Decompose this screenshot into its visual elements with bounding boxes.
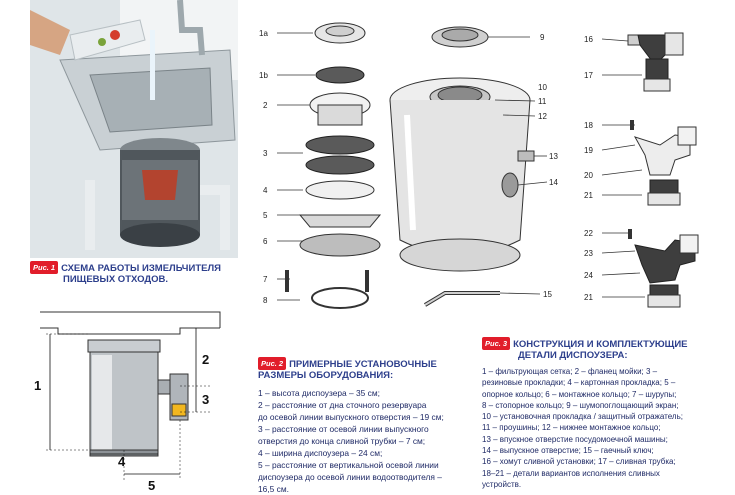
part-label-14: 14 xyxy=(549,178,558,187)
part-label-13: 13 xyxy=(549,152,558,161)
list-item: 8 – стопорное кольцо; 9 – шумопоглощающи… xyxy=(482,400,679,410)
fig2-dimension-list: 1 – высота диспоузера – 35 см; 2 – расст… xyxy=(258,387,470,495)
part-label-12: 12 xyxy=(538,112,547,121)
fig3-parts-list: 1 – фильтрующая сетка; 2 – фланец мойки;… xyxy=(482,366,732,490)
list-item: резиновые прокладки; 4 – картонная прокл… xyxy=(482,378,676,388)
part-label-5: 5 xyxy=(263,211,268,220)
list-item: 1 – фильтрующая сетка; 2 – фланец мойки;… xyxy=(482,367,658,376)
part-label-18: 18 xyxy=(584,121,593,130)
kitchen-photo xyxy=(30,0,238,258)
list-item: отверстия до конца сливной трубки – 7 см… xyxy=(258,436,426,446)
part-label-19: 19 xyxy=(584,146,593,155)
dim-label-5: 5 xyxy=(148,478,155,493)
list-item: 2 – расстояние от дна сточного резервуар… xyxy=(258,400,427,410)
exploded-parts-left: 1а 1b 2 3 4 5 6 7 8 xyxy=(259,22,382,309)
list-item: 1 – высота диспоузера – 35 см; xyxy=(258,388,380,398)
dim-label-4: 4 xyxy=(118,454,126,469)
fig3-tag: Рис. 3 xyxy=(482,337,511,350)
list-item: 5 – расстояние от вертикальной осевой ли… xyxy=(258,460,439,470)
part-label-23: 23 xyxy=(584,249,593,258)
dim-label-3: 3 xyxy=(202,392,209,407)
list-item: 16,5 см. xyxy=(258,484,289,494)
list-item: 14 – выпускное отверстие; 15 – гаечный к… xyxy=(482,446,654,456)
part-label-4: 4 xyxy=(263,186,268,195)
part-label-10: 10 xyxy=(538,83,547,92)
installation-dimension-drawing: 1 2 3 4 5 xyxy=(34,311,221,493)
part-label-6: 6 xyxy=(263,237,268,246)
list-item: 4 – ширина диспоузера – 24 см; xyxy=(258,448,383,458)
list-item: опорное кольцо; 6 – монтажное кольцо; 7 … xyxy=(482,389,677,399)
part-label-20: 20 xyxy=(584,171,593,180)
part-label-3: 3 xyxy=(263,149,268,158)
fig2-tag: Рис. 2 xyxy=(258,357,287,370)
list-item: 16 – хомут сливной установки; 17 – сливн… xyxy=(482,457,676,467)
part-label-22: 22 xyxy=(584,229,593,238)
list-item: до осевой линии выпускного отверстия – 1… xyxy=(258,412,444,422)
list-item: 13 – впускное отверстие посудомоечной ма… xyxy=(482,434,668,444)
part-label-1b: 1b xyxy=(259,71,268,80)
list-item: 18–21 – детали вариантов исполнения слив… xyxy=(482,468,660,478)
part-label-16: 16 xyxy=(584,35,593,44)
list-item: устройств. xyxy=(482,479,522,489)
part-label-21-a: 21 xyxy=(584,191,593,200)
part-label-7: 7 xyxy=(263,275,268,284)
part-label-2: 2 xyxy=(263,101,268,110)
list-item: 3 – расстояние от осевой линии выпускног… xyxy=(258,424,429,434)
dim-label-1: 1 xyxy=(34,378,41,393)
part-label-1a: 1а xyxy=(259,29,268,38)
part-label-15: 15 xyxy=(543,290,552,299)
part-label-9: 9 xyxy=(540,33,545,42)
part-label-17: 17 xyxy=(584,71,593,80)
part-label-24: 24 xyxy=(584,271,593,280)
drain-variants-drawing: 16 17 18 19 20 21 22 23 24 21 xyxy=(584,32,699,308)
fig1-caption-line1: СХЕМА РАБОТЫ ИЗМЕЛЬЧИТЕЛЯ xyxy=(61,263,221,274)
part-label-11: 11 xyxy=(538,97,547,106)
list-item: 10 – установочная прокладка / защитный о… xyxy=(482,412,683,422)
list-item: 11 – проушины; 12 – нижнее монтажное кол… xyxy=(482,423,661,433)
fig1-tag: Рис. 1 xyxy=(30,261,59,274)
disposer-body-drawing: 9 10 11 12 13 14 15 xyxy=(389,26,558,307)
part-label-8: 8 xyxy=(263,296,268,305)
part-label-21-b: 21 xyxy=(584,293,593,302)
fig1-caption-line2: ПИЩЕВЫХ ОТХОДОВ. xyxy=(63,274,169,285)
dim-label-2: 2 xyxy=(202,352,209,367)
list-item: диспоузера до осевой линии водоотводител… xyxy=(258,472,442,482)
